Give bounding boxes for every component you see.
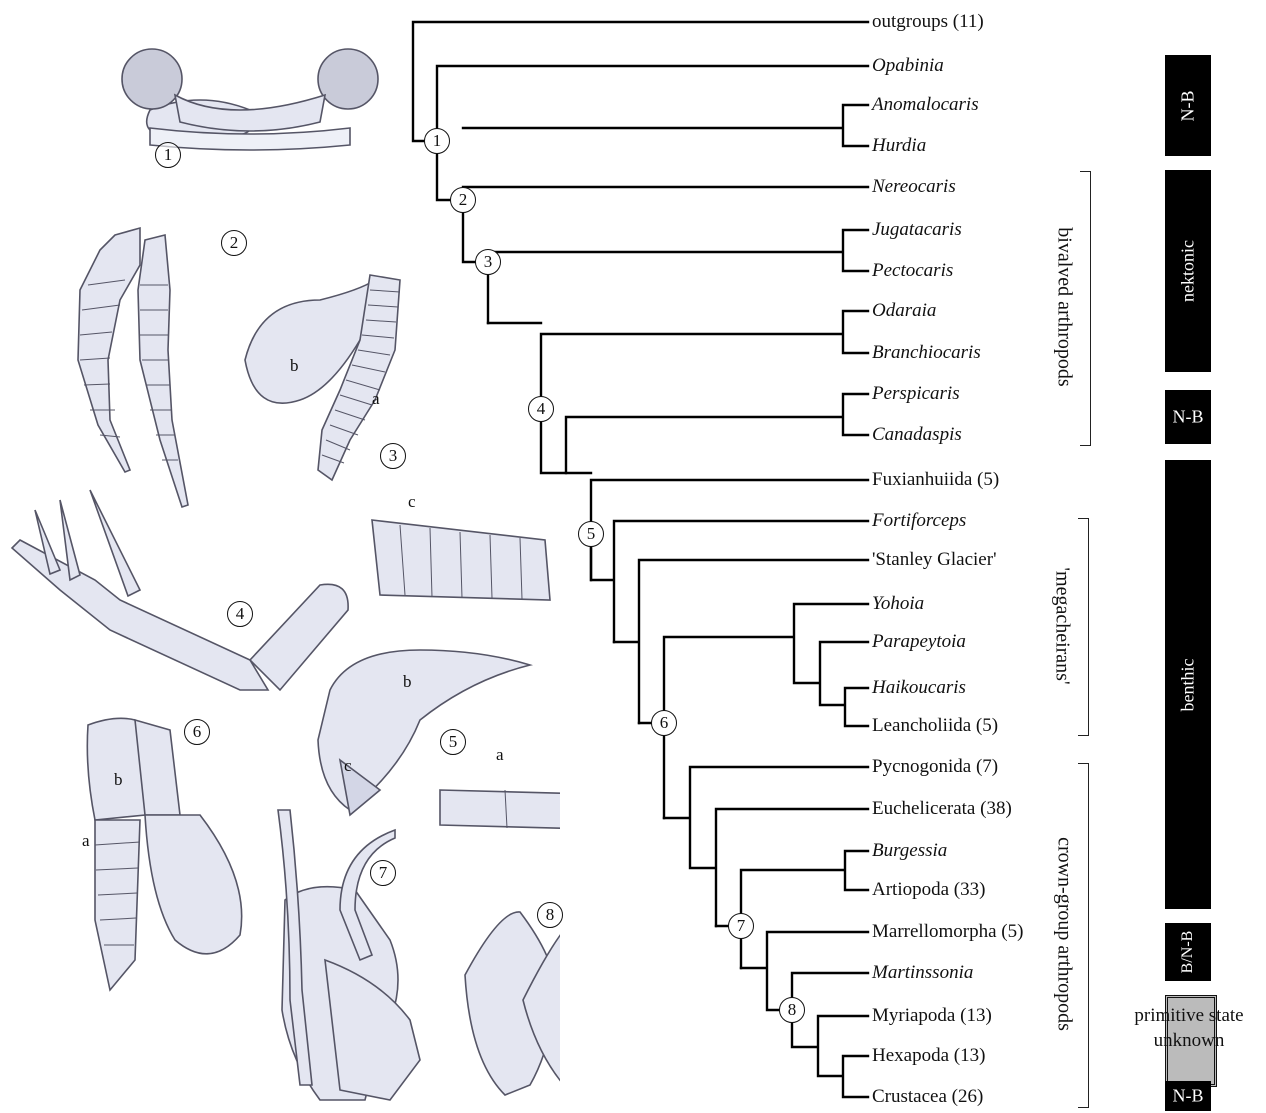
unknown-state-line1: primitive state	[1114, 1003, 1264, 1028]
tree-node-1: 1	[424, 128, 450, 154]
tree-node-8: 8	[779, 997, 805, 1023]
tree-node-3: 3	[475, 249, 501, 275]
habit-bar-benthic: benthic	[1165, 460, 1211, 909]
taxon-label: Myriapoda (13)	[872, 1005, 992, 1027]
taxon-label: Opabinia	[872, 55, 944, 77]
taxon-label: Artiopoda (33)	[872, 879, 985, 901]
habit-bar-label: benthic	[1178, 658, 1199, 711]
tree-node-5: 5	[578, 521, 604, 547]
tree-node-7: 7	[728, 913, 754, 939]
group-label-megacheirans: 'megacheirans'	[1051, 567, 1074, 684]
tree-node-2: 2	[450, 187, 476, 213]
taxon-label: Canadaspis	[872, 424, 962, 446]
tree-node-6: 6	[651, 710, 677, 736]
megacheiran-bracket	[1078, 518, 1089, 736]
taxon-label: Hexapoda (13)	[872, 1045, 985, 1067]
taxon-label: Nereocaris	[872, 176, 956, 198]
taxon-label: outgroups (11)	[872, 11, 984, 33]
crown-group-bracket	[1078, 763, 1089, 1108]
taxon-label: Pycnogonida (7)	[872, 756, 998, 778]
habit-bar-label: nektonic	[1178, 240, 1199, 302]
taxon-label: Perspicaris	[872, 383, 960, 405]
taxon-label: Burgessia	[872, 840, 947, 862]
unknown-state-line2: unknown	[1114, 1028, 1264, 1053]
taxon-label: Yohoia	[872, 593, 924, 615]
taxon-label: Leancholiida (5)	[872, 715, 998, 737]
taxon-label: Martinssonia	[872, 962, 973, 984]
habit-bar-nb-bottom: N-B	[1165, 1081, 1211, 1111]
bivalved-bracket	[1080, 171, 1091, 446]
habit-bar-label: N-B	[1178, 90, 1199, 121]
taxon-label: Jugatacaris	[872, 219, 962, 241]
habit-bar-nb-middle: N-B	[1165, 390, 1211, 444]
taxon-label: Marrellomorpha (5)	[872, 921, 1023, 943]
taxon-label: Crustacea (26)	[872, 1086, 983, 1108]
taxon-label: Branchiocaris	[872, 342, 981, 364]
taxon-label: Anomalocaris	[872, 94, 979, 116]
tree-node-4: 4	[528, 396, 554, 422]
taxon-label: Fortiforceps	[872, 510, 966, 532]
habit-bar-nb-top: N-B	[1165, 55, 1211, 156]
taxon-label: Fuxianhuiida (5)	[872, 469, 999, 491]
taxon-label: Odaraia	[872, 300, 936, 322]
habit-bar-nektonic: nektonic	[1165, 170, 1211, 372]
group-label-bivalved: bivalved arthropods	[1053, 227, 1076, 386]
habit-bar-b-nb: B/N-B	[1165, 923, 1211, 981]
habit-bar-label: B/N-B	[1179, 931, 1197, 974]
habit-bar-label: N-B	[1165, 1086, 1211, 1107]
taxon-label: Pectocaris	[872, 260, 953, 282]
taxon-label: 'Stanley Glacier'	[872, 549, 997, 571]
taxon-label: Haikoucaris	[872, 677, 966, 699]
taxon-label: Euchelicerata (38)	[872, 798, 1012, 820]
unknown-state-label: primitive state unknown	[1114, 1003, 1264, 1053]
taxon-label: Parapeytoia	[872, 631, 966, 653]
group-label-crown-group: crown-group arthropods	[1053, 837, 1076, 1031]
taxon-label: Hurdia	[872, 135, 926, 157]
habit-bar-label: N-B	[1165, 407, 1211, 428]
